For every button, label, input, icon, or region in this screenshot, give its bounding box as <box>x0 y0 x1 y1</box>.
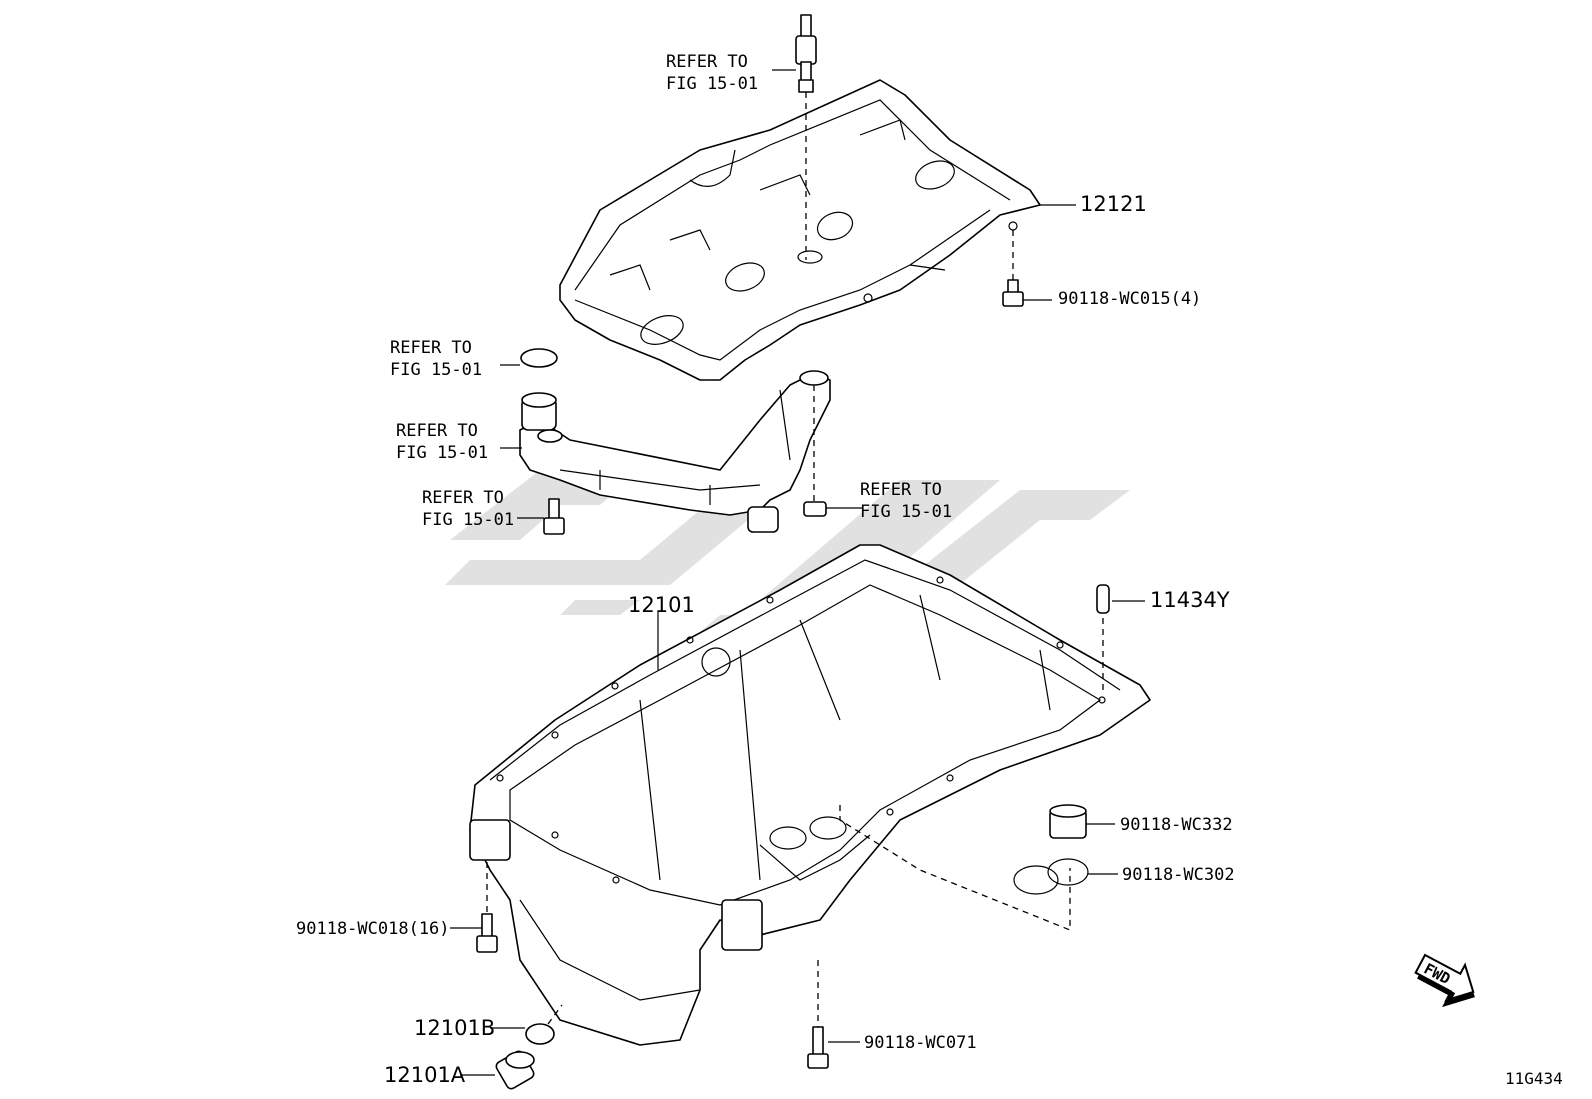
callout-12121: 12121 <box>1080 192 1147 216</box>
callout-refer-nut-line2: FIG 15-01 <box>860 502 952 522</box>
bolt-wc015-icon <box>1002 279 1024 307</box>
callout-refer-nut-line1: REFER TO <box>860 480 942 500</box>
callout-90118-wc302: 90118-WC302 <box>1122 865 1235 885</box>
figure-code: 11G434 <box>1505 1069 1563 1088</box>
callout-refer-bolt-line1: REFER TO <box>422 488 504 508</box>
callout-refer-strainer-line2: FIG 15-01 <box>396 443 488 463</box>
drain-plug-12101a-icon <box>495 1050 535 1090</box>
callout-refer-bolt-line2: FIG 15-01 <box>422 510 514 530</box>
callout-refer-oring-line2: FIG 15-01 <box>390 360 482 380</box>
callout-12101b: 12101B <box>414 1016 495 1040</box>
bolt-wc018-icon <box>476 913 498 953</box>
gasket-wc302-icon <box>1013 858 1089 895</box>
oil-strainer <box>519 370 831 533</box>
strainer-nut-icon <box>803 501 827 517</box>
callout-12101: 12101 <box>628 593 695 617</box>
callout-11434y: 11434Y <box>1150 588 1230 612</box>
callout-90118-wc071: 90118-WC071 <box>864 1033 977 1053</box>
callout-12101a: 12101A <box>384 1063 466 1087</box>
dowel-pin-icon <box>1096 584 1110 614</box>
callout-refer-top-line2: FIG 15-01 <box>666 74 758 94</box>
bolt-wc071-icon <box>807 1026 829 1069</box>
callout-refer-oring-line1: REFER TO <box>390 338 472 358</box>
callout-90118-wc015: 90118-WC015(4) <box>1058 289 1201 309</box>
stud-bolt-icon <box>795 14 817 93</box>
callout-90118-wc018: 90118-WC018(16) <box>296 919 450 939</box>
callout-90118-wc332: 90118-WC332 <box>1120 815 1233 835</box>
oring-icon <box>520 348 558 368</box>
callout-refer-strainer-line1: REFER TO <box>396 421 478 441</box>
strainer-bolt-icon <box>543 498 565 535</box>
fwd-arrow-icon: FWD <box>1414 953 1475 1008</box>
plug-wc332-icon <box>1049 804 1087 839</box>
gasket-12101b-icon <box>525 1023 555 1045</box>
oil-pan-12101 <box>469 544 1151 1046</box>
baffle-plate-12121 <box>559 79 1041 381</box>
callout-refer-top-line1: REFER TO <box>666 52 748 72</box>
